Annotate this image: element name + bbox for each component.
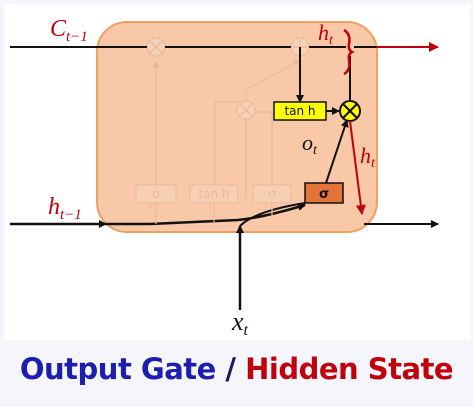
output-gate-label: ot — [302, 130, 318, 158]
faded-internal-paths — [149, 59, 301, 211]
hidden-out-top-label: ht — [318, 20, 334, 48]
faded-sigma-label-input: σ — [268, 187, 276, 201]
hidden-down-arrow — [349, 120, 366, 215]
figure-caption: Output Gate / Hidden State — [0, 352, 473, 386]
hidden-out-right-label: ht — [360, 143, 376, 171]
hidden-prev-label: ht−1 — [48, 194, 82, 223]
hidden-to-sigma-path — [149, 203, 306, 226]
faded-multiply-forget — [146, 37, 166, 57]
caption-output-gate: Output Gate — [19, 352, 216, 386]
input-label: xt — [231, 307, 249, 339]
input-to-sigma-path — [239, 202, 306, 227]
output-multiply-icon — [339, 100, 361, 122]
cell-state-prev-label: Ct−1 — [50, 16, 88, 45]
caption-separator: / — [215, 352, 246, 386]
faded-multiply-input — [236, 100, 256, 120]
output-sigma-box — [304, 182, 344, 204]
sigma-to-multiply-arrow — [325, 119, 349, 184]
output-sigma-label: σ — [319, 187, 329, 202]
caption-hidden-state: Hidden State — [245, 352, 454, 386]
hidden-out-brace — [343, 28, 355, 76]
tanh-label: tan h — [284, 104, 315, 118]
faded-sigma-label-forget: σ — [152, 187, 160, 201]
faded-tanh-label: tan h — [198, 187, 229, 201]
